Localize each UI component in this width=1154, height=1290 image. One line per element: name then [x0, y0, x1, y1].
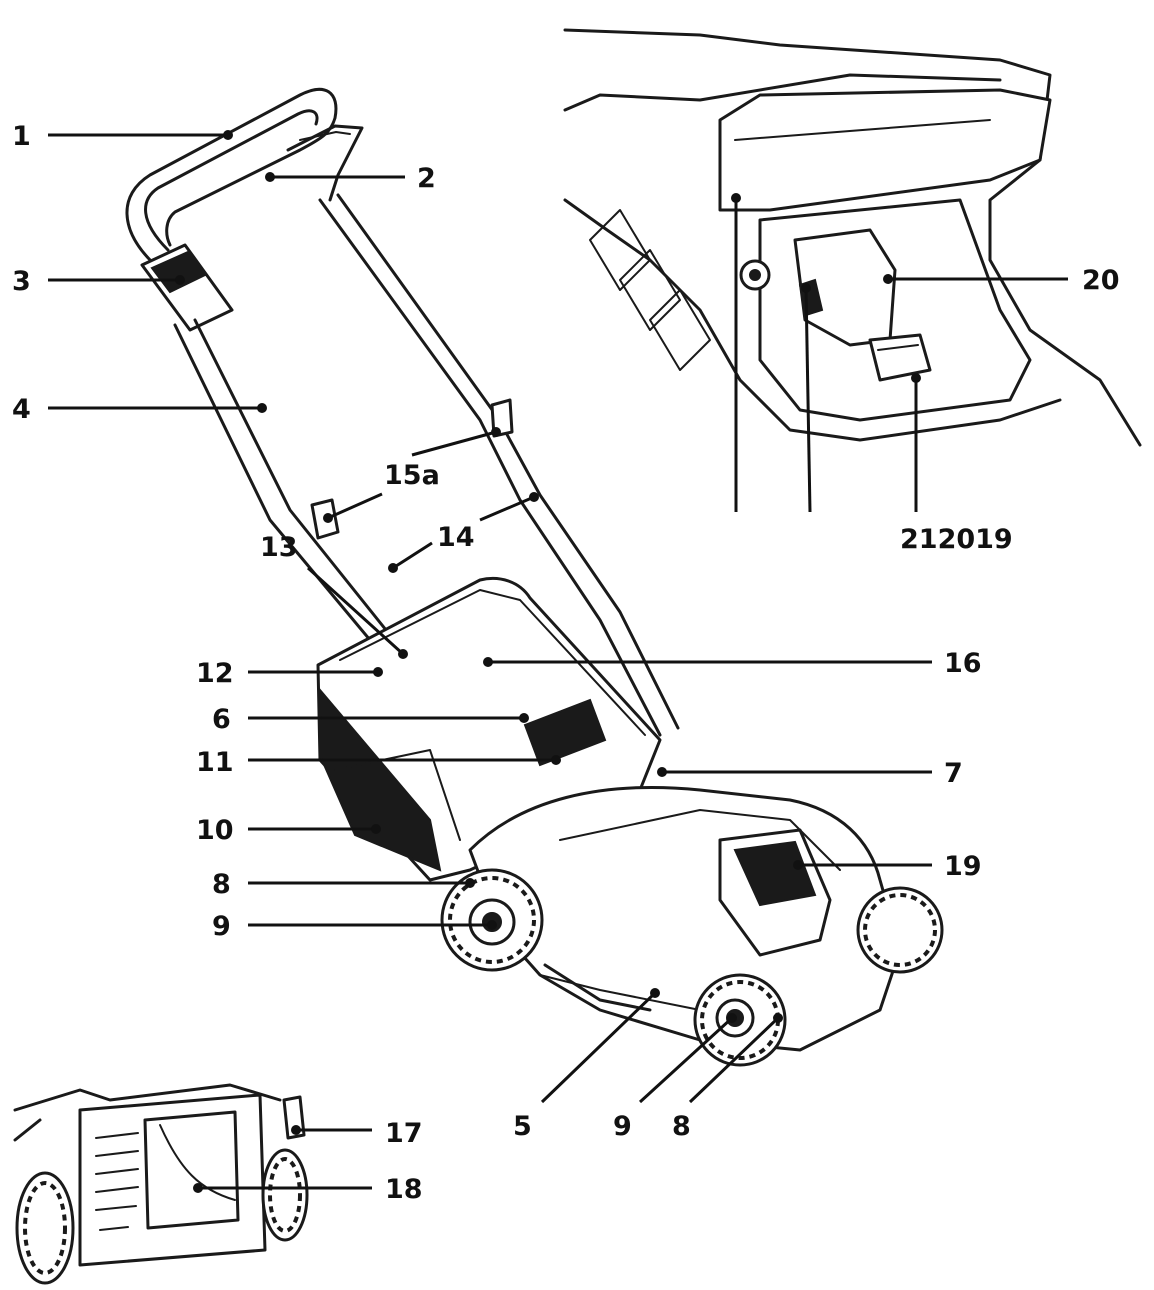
- callout-16: 16: [944, 648, 982, 679]
- callout-17: 17: [385, 1118, 423, 1149]
- callout-4: 4: [12, 394, 31, 425]
- callout-13: 13: [260, 532, 298, 563]
- callout-9-left: 9: [212, 911, 231, 942]
- callout-14: 14: [437, 522, 475, 553]
- callout-18: 18: [385, 1174, 423, 1205]
- callout-15a: 15a: [384, 460, 440, 491]
- callout-6: 6: [212, 704, 231, 735]
- mower-illustration: [125, 87, 944, 1067]
- rear-detail-inset: [13, 1083, 309, 1285]
- callout-10: 10: [196, 815, 234, 846]
- callout-12: 12: [196, 658, 234, 689]
- callout-2: 2: [417, 163, 436, 194]
- callout-11: 11: [196, 747, 234, 778]
- callout-leaders: [48, 130, 1068, 1193]
- battery-bay-inset: [563, 28, 1142, 447]
- callout-5: 5: [513, 1111, 532, 1142]
- callout-8-left: 8: [212, 869, 231, 900]
- front-wheel: [693, 973, 787, 1067]
- callout-19: 19: [944, 851, 982, 882]
- callout-20: 20: [1082, 265, 1120, 296]
- callout-7: 7: [944, 758, 963, 789]
- right-rear-wheel: [856, 886, 944, 974]
- callout-21-20-19: 212019: [900, 524, 1013, 555]
- callout-labels: 1 2 3 4 15a 14 13 12 16 6 11 7 10 8 19 9…: [12, 121, 1120, 1205]
- callout-1: 1: [12, 121, 31, 152]
- callout-9-front: 9: [613, 1111, 632, 1142]
- callout-8-front: 8: [672, 1111, 691, 1142]
- callout-3: 3: [12, 266, 31, 297]
